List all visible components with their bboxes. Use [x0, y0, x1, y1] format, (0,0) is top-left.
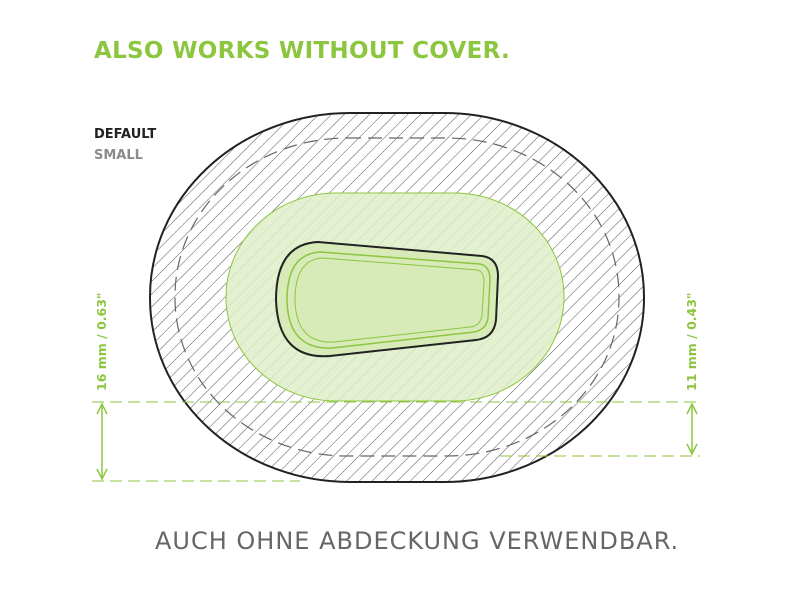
default-outline [149, 112, 645, 483]
sensor-opening [274, 240, 500, 358]
legend-small: SMALL [94, 148, 143, 163]
dimension-left-label: 16 mm / 0.63" [94, 292, 109, 391]
small-outline [174, 137, 620, 457]
dimension-left [92, 401, 610, 482]
title: ALSO WORKS WITHOUT COVER. [94, 38, 511, 64]
dimension-right [500, 401, 700, 457]
subtitle: AUCH OHNE ABDECKUNG VERWENDBAR. [155, 527, 680, 555]
legend-default: DEFAULT [94, 127, 157, 142]
dimension-right-label: 11 mm / 0.43" [684, 292, 699, 391]
